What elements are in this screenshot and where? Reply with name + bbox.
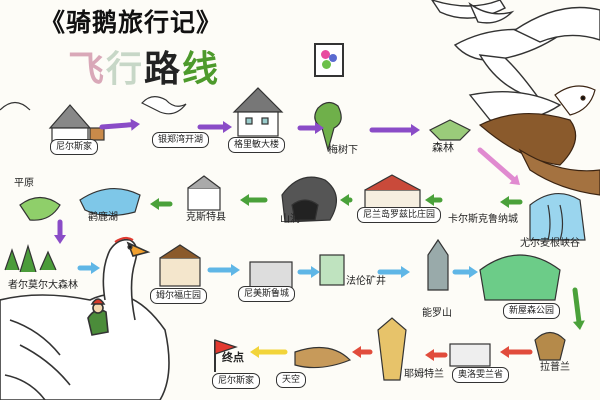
- stop-label-13: 者尔莫尔大森林: [8, 280, 78, 291]
- route-arrow-head-4: [411, 124, 420, 136]
- stop-label-forest: 森林: [432, 141, 454, 154]
- stop-label-10: 尼兰岛罗兹比庄园: [357, 207, 442, 223]
- route-arrow-head-20: [352, 346, 361, 358]
- route-arrow-head-1: [130, 118, 140, 131]
- row3-landmarks: [4, 238, 561, 301]
- route-heading-char-2: 行: [106, 48, 145, 90]
- end-flag-label: 终点: [222, 351, 244, 364]
- eagle-illustration: [478, 85, 600, 196]
- route-arrow-head-9: [340, 194, 349, 206]
- stop-label-18: 能罗山: [422, 308, 452, 319]
- stop-label-04: 梅树下: [328, 145, 358, 156]
- route-arrow-head-7: [150, 198, 159, 210]
- stop-label-nils-home: 尼尔斯家: [50, 139, 99, 155]
- route-arrow-head-14: [311, 266, 320, 278]
- stop-label-20: 拉普兰: [540, 362, 570, 373]
- stop-label-14: 姆尔福庄园: [150, 288, 208, 304]
- route-heading: 飞行路线: [68, 40, 220, 92]
- route-arrow-1: [99, 121, 137, 130]
- poster-title: 《骑鹅旅行记》: [40, 8, 223, 37]
- route-arrow-head-17: [572, 320, 585, 330]
- stop-label-nils-home-end: 尼尔斯家: [212, 373, 261, 389]
- stop-label-plain: 平原: [14, 178, 34, 189]
- stop-label-16: 法伦矿井: [346, 276, 386, 287]
- route-arrow-head-18: [500, 346, 509, 358]
- route-arrow-head-12: [91, 262, 100, 274]
- route-arrows: [54, 118, 585, 361]
- route-arrow-17: [572, 287, 582, 327]
- stop-label-sky: 天空: [276, 372, 307, 388]
- stop-label-17: 新屋森公园: [503, 303, 561, 319]
- route-arrow-head-5: [509, 174, 520, 185]
- route-arrow-head-13: [231, 264, 240, 276]
- row4-landmarks: [214, 317, 566, 381]
- stop-label-21: 耶姆特兰: [404, 369, 444, 380]
- route-heading-char-3: 路: [144, 48, 183, 90]
- route-arrow-head-2: [223, 121, 232, 133]
- stop-label-11: 卡尔斯克鲁纳城: [448, 214, 518, 225]
- route-arrow-head-16: [469, 266, 478, 278]
- route-arrow-head-3: [315, 122, 324, 134]
- stop-label-15: 尼美斯鲁城: [238, 286, 296, 302]
- route-arrow-head-6: [54, 235, 66, 244]
- stop-label-12: 尤尔麦根峡谷: [520, 238, 580, 249]
- route-heading-char-1: 飞: [68, 48, 107, 90]
- stop-label-02: 银郑湾开湖: [152, 132, 210, 148]
- route-arrow-head-8: [240, 194, 249, 206]
- route-arrow-head-15: [401, 266, 410, 278]
- route-arrow-head-10: [425, 194, 434, 206]
- route-heading-char-4: 线: [182, 48, 221, 90]
- goose-with-nils-illustration: [0, 236, 170, 400]
- route-arrow-5: [477, 147, 518, 184]
- row2-landmarks: [19, 174, 586, 241]
- route-arrow-head-11: [500, 196, 509, 208]
- route-arrow-head-21: [250, 346, 259, 358]
- stop-label-08: 克斯特县: [186, 212, 226, 223]
- stop-label-cave: 山洞: [280, 214, 300, 225]
- route-arrow-head-19: [425, 349, 434, 361]
- stop-label-03: 格里敏大楼: [228, 137, 286, 153]
- flower-stamp-icon: [314, 43, 344, 77]
- stop-label-19: 奥洛雯兰省: [452, 367, 510, 383]
- stop-label-07: 鹳鹿湖: [88, 212, 118, 223]
